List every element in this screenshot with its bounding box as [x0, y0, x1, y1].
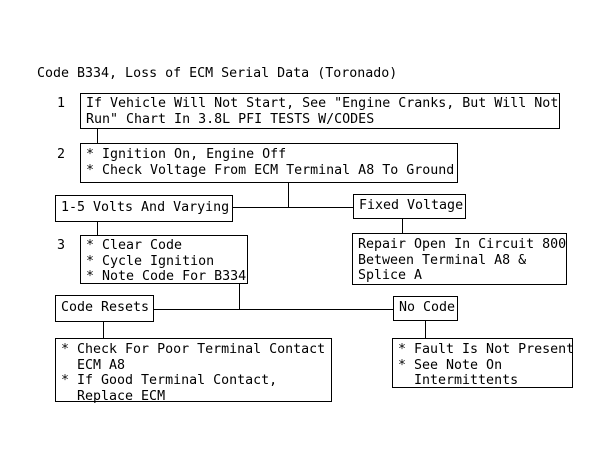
step-3-line-2: * Cycle Ignition	[86, 253, 215, 269]
action-terminal-line-4: Replace ECM	[61, 388, 166, 404]
outcome-no-code-box: No Code	[393, 296, 458, 321]
outcome-fixed-box: Fixed Voltage	[353, 194, 466, 219]
step-3-box: * Clear Code * Cycle Ignition * Note Cod…	[80, 235, 248, 284]
action-fault-box: * Fault Is Not Present * See Note On Int…	[392, 338, 575, 388]
action-fault-line-1: * Fault Is Not Present	[398, 342, 575, 357]
step-2-line-2: * Check Voltage From ECM Terminal A8 To …	[86, 162, 455, 178]
outcome-varying-label: 1-5 Volts And Varying	[61, 200, 230, 215]
action-repair-line-2: Between Terminal A8 &	[358, 252, 527, 268]
connector-resets-action	[103, 321, 104, 338]
outcome-varying-box: 1-5 Volts And Varying	[55, 195, 233, 222]
action-fault-line-3: Intermittents	[398, 373, 519, 388]
action-terminal-line-1: * Check For Poor Terminal Contact	[61, 342, 326, 357]
step-1-box: If Vehicle Will Not Start, See "Engine C…	[80, 93, 560, 129]
action-fault-line-2: * See Note On	[398, 357, 503, 373]
step-3-line-3: * Note Code For B334	[86, 269, 247, 284]
step-2-line-1: * Ignition On, Engine Off	[86, 147, 287, 162]
page-title: Code B334, Loss of ECM Serial Data (Toro…	[37, 66, 398, 81]
connector-step3-branch	[239, 284, 240, 310]
step-3-line-1: * Clear Code	[86, 238, 183, 253]
outcome-code-resets-box: Code Resets	[55, 295, 154, 322]
action-terminal-line-3: * If Good Terminal Contact,	[61, 373, 278, 388]
connector-step1-step2	[97, 129, 98, 143]
connector-fixed-repair	[402, 218, 403, 233]
action-repair-open-box: Repair Open In Circuit 800 Between Termi…	[352, 233, 567, 285]
branch-bar-voltage	[232, 207, 353, 208]
branch-bar-code	[153, 309, 393, 310]
step-1-line-1: If Vehicle Will Not Start, See "Engine C…	[86, 96, 559, 111]
connector-nocode-action	[425, 320, 426, 338]
outcome-fixed-label: Fixed Voltage	[359, 198, 464, 213]
action-repair-line-1: Repair Open In Circuit 800	[358, 237, 567, 252]
connector-varying-step3	[97, 221, 98, 235]
connector-step2-branch	[288, 183, 289, 208]
action-terminal-line-2: ECM A8	[61, 357, 126, 373]
outcome-code-resets-label: Code Resets	[61, 300, 150, 315]
step-number-1: 1	[56, 96, 65, 111]
step-1-line-2: Run" Chart In 3.8L PFI TESTS W/CODES	[86, 111, 375, 127]
step-number-2: 2	[56, 147, 65, 162]
step-number-3: 3	[56, 238, 65, 253]
outcome-no-code-label: No Code	[399, 300, 456, 315]
action-repair-line-3: Splice A	[358, 268, 423, 283]
action-terminal-contact-box: * Check For Poor Terminal Contact ECM A8…	[55, 338, 332, 404]
step-2-box: * Ignition On, Engine Off * Check Voltag…	[80, 143, 458, 183]
